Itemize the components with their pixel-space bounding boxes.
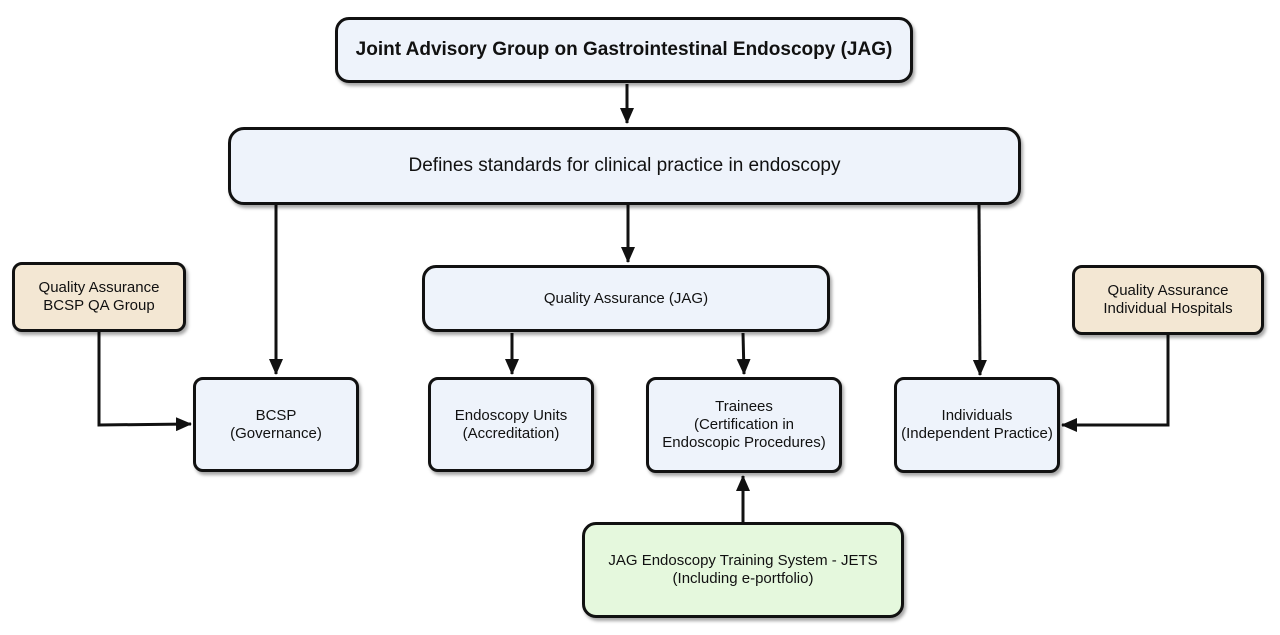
individuals-line2: (Independent Practice) xyxy=(901,425,1053,442)
qa-hospitals-line2: Individual Hospitals xyxy=(1103,300,1233,317)
qa-bcsp-line2: BCSP QA Group xyxy=(43,297,155,314)
standards-box: Defines standards for clinical practice … xyxy=(228,127,1021,205)
trainees-line3: Endoscopic Procedures) xyxy=(662,434,826,451)
arrow-qa-hospitals-to-individuals xyxy=(1061,334,1170,432)
units-line2: (Accreditation) xyxy=(462,424,560,442)
arrow-qa-jag-to-trainees xyxy=(736,332,751,375)
qa-jag-box: Quality Assurance (JAG) xyxy=(422,265,830,332)
jag-title-text: Joint Advisory Group on Gastrointestinal… xyxy=(355,39,893,60)
qa-hospitals-box: Quality Assurance Individual Hospitals xyxy=(1072,265,1264,335)
arrow-qa-bcsp-to-bcsp xyxy=(97,331,192,432)
qa-bcsp-line1: Quality Assurance xyxy=(38,279,160,296)
individuals-line1: Individuals xyxy=(941,407,1013,424)
units-line1: Endoscopy Units xyxy=(454,406,568,424)
trainees-line2: (Certification in xyxy=(693,416,795,433)
trainees-line1: Trainees xyxy=(715,398,773,415)
qa-jag-text: Quality Assurance (JAG) xyxy=(543,289,709,307)
qa-hospitals-line1: Quality Assurance xyxy=(1107,282,1229,299)
bcsp-line2: (Governance) xyxy=(230,424,322,442)
arrow-standards-to-individuals xyxy=(972,204,987,376)
jag-title-box: Joint Advisory Group on Gastrointestinal… xyxy=(335,17,913,83)
standards-text: Defines standards for clinical practice … xyxy=(408,155,841,176)
individuals-box: Individuals (Independent Practice) xyxy=(894,377,1060,473)
endoscopy-units-box: Endoscopy Units (Accreditation) xyxy=(428,377,594,472)
bcsp-line1: BCSP xyxy=(255,406,297,424)
trainees-box: Trainees (Certification in Endoscopic Pr… xyxy=(646,377,842,473)
jets-box: JAG Endoscopy Training System - JETS (In… xyxy=(582,522,904,618)
qa-bcsp-box: Quality Assurance BCSP QA Group xyxy=(12,262,186,332)
jets-line1: JAG Endoscopy Training System - JETS xyxy=(608,552,878,569)
jets-line2: (Including e-portfolio) xyxy=(672,570,814,587)
bcsp-box: BCSP (Governance) xyxy=(193,377,359,472)
